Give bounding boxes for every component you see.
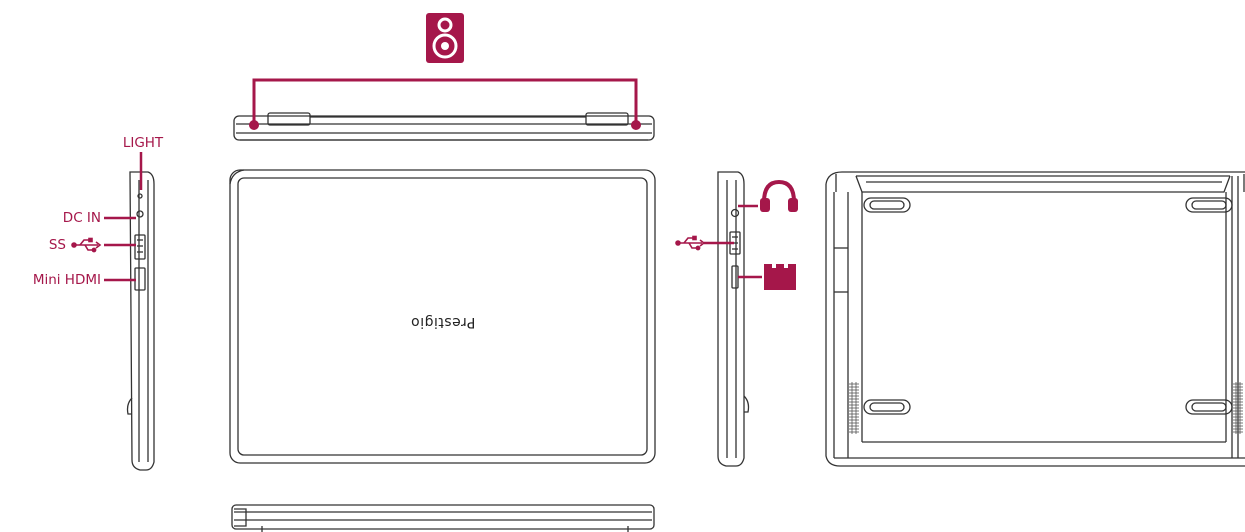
label-dc-in: DC IN — [63, 210, 101, 226]
top-edge-view — [233, 112, 655, 141]
label-ss: SS — [49, 237, 66, 253]
label-mini-hdmi: Mini HDMI — [33, 272, 101, 288]
speaker-grille-left — [849, 382, 859, 434]
speaker-grille-right — [1233, 382, 1243, 434]
speaker-icon — [426, 13, 464, 63]
label-light: LIGHT — [123, 135, 164, 151]
left-side-view — [126, 171, 155, 471]
right-side-view — [717, 171, 750, 467]
micro-sd-card-icon — [764, 264, 796, 290]
brand-logo: Prestigio — [411, 314, 476, 330]
usb-icon — [675, 235, 706, 251]
speaker-callout — [249, 78, 641, 130]
lid-view — [229, 169, 656, 464]
headphones-icon — [760, 179, 798, 212]
usb-icon — [71, 237, 102, 253]
bottom-edge-view — [231, 504, 655, 532]
underside-view — [825, 171, 1245, 467]
right-port-leaders — [704, 204, 762, 279]
left-port-leaders — [104, 152, 143, 282]
